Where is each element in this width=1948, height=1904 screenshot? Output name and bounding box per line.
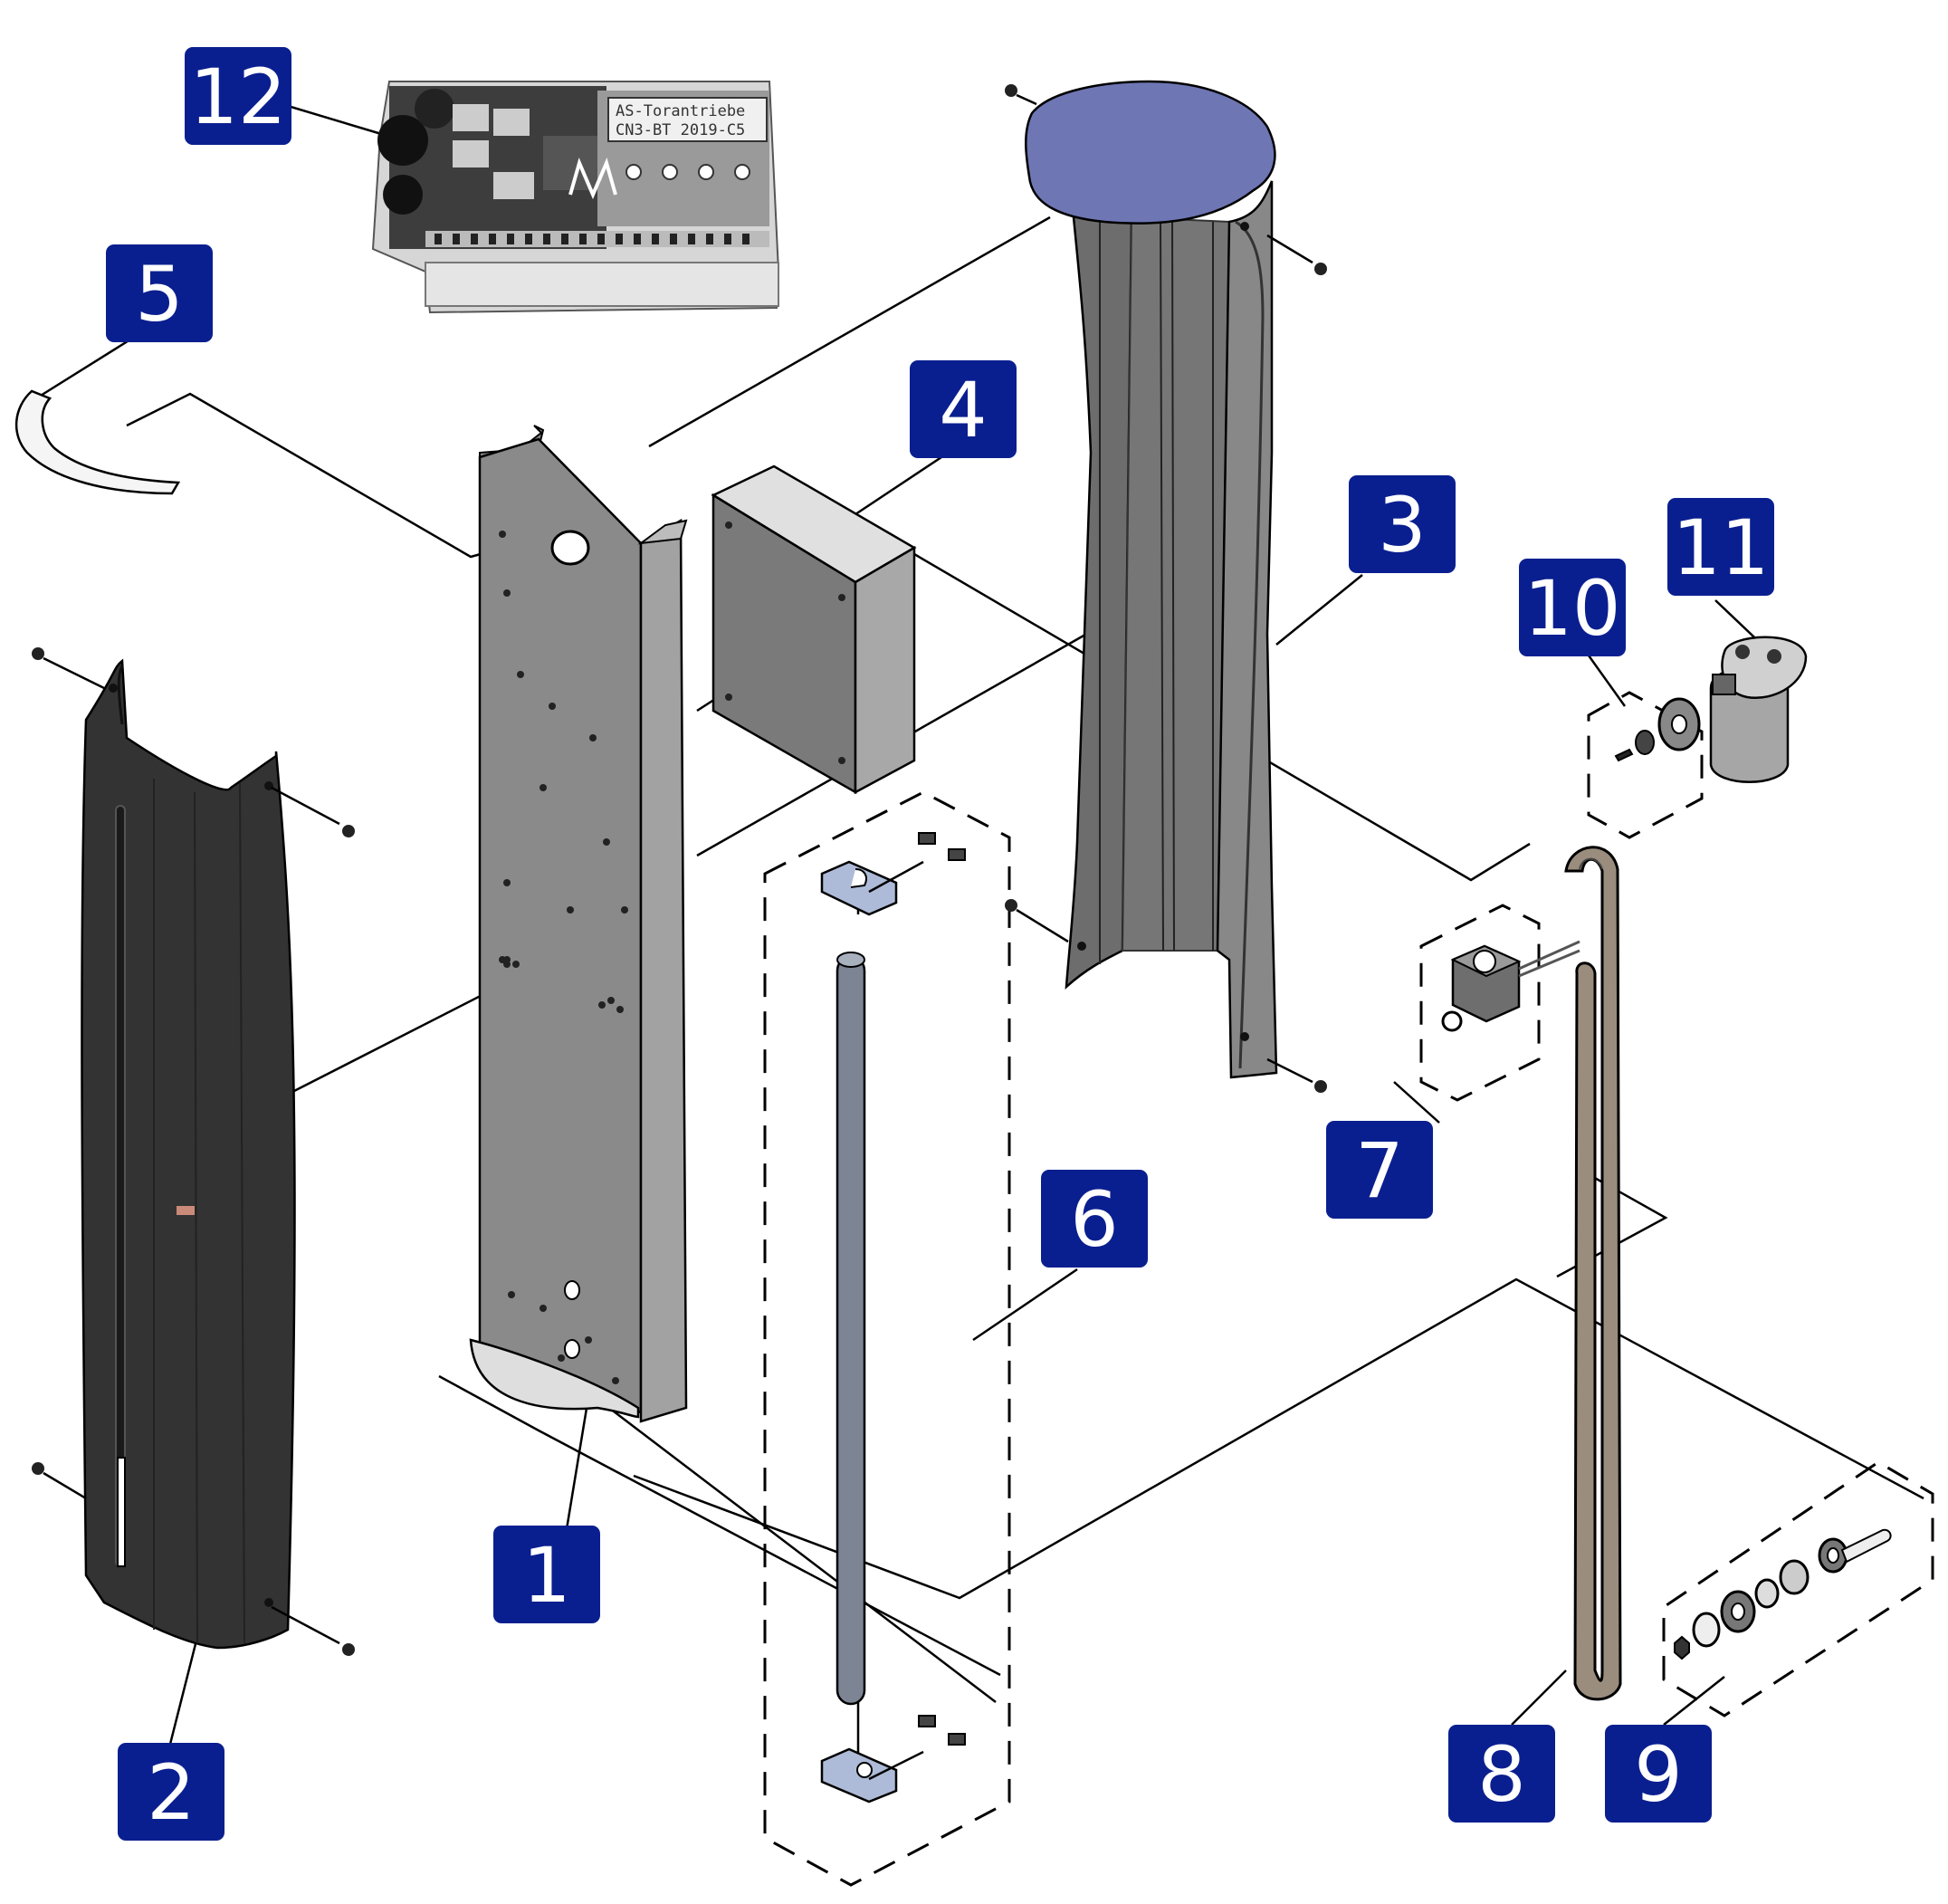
badge-3: 3: [1349, 475, 1456, 573]
pcb-display-line1: AS-Torantriebe: [616, 102, 745, 120]
badge-7: 7: [1326, 1121, 1433, 1219]
badge-10: 10: [1519, 559, 1626, 656]
badge-5: 5: [106, 244, 213, 342]
badge-label-12: 12: [190, 53, 287, 141]
badge-background: [1326, 1121, 1433, 1219]
badge-background: [1448, 1725, 1555, 1823]
badge-label-7: 7: [1355, 1126, 1403, 1215]
sprocket-kit-icon: [1674, 1528, 1892, 1660]
badge-9: 9: [1605, 1725, 1712, 1823]
front-cover-icon: [81, 658, 296, 1650]
badge-12: 12: [185, 47, 291, 145]
badge-background: [1605, 1725, 1712, 1823]
badge-6: 6: [1041, 1170, 1148, 1268]
enclosure-box-icon: [711, 464, 917, 795]
badge-label-2: 2: [147, 1748, 195, 1837]
badge-background: [185, 47, 291, 145]
motor-icon: [1709, 636, 1808, 783]
gear-kit-icon: [1614, 697, 1701, 762]
badge-label-8: 8: [1477, 1730, 1525, 1819]
chain-icon: [1564, 846, 1622, 1701]
badge-background: [910, 360, 1017, 458]
rod-assembly-icon: [820, 832, 966, 1804]
control-board-icon: AS-Torantriebe CN3-BT 2019-C5: [371, 81, 780, 314]
leader-lines: [35, 104, 1924, 1766]
dashed-group-outlines: [763, 691, 1934, 1887]
badge-background: [1349, 475, 1456, 573]
badge-label-3: 3: [1378, 481, 1426, 569]
badge-2: 2: [118, 1743, 224, 1841]
badge-background: [1519, 559, 1626, 656]
badge-label-11: 11: [1673, 503, 1770, 592]
rear-cover-icon: [1025, 80, 1278, 1079]
top-arc-icon: [14, 389, 181, 495]
frame-icon: [469, 425, 688, 1423]
badge-background: [1041, 1170, 1148, 1268]
badge-label-4: 4: [939, 366, 987, 454]
pcb-display-line2: CN3-BT 2019-C5: [616, 121, 745, 139]
badge-1: 1: [493, 1526, 600, 1623]
badge-11: 11: [1667, 498, 1774, 596]
badge-background: [106, 244, 213, 342]
badge-label-10: 10: [1524, 564, 1621, 653]
badge-background: [1667, 498, 1774, 596]
screws: [32, 84, 1327, 1656]
badge-label-6: 6: [1070, 1175, 1118, 1264]
badge-label-1: 1: [522, 1531, 570, 1620]
solenoid-icon: [1441, 940, 1580, 1032]
badge-background: [493, 1526, 600, 1623]
badge-4: 4: [910, 360, 1017, 458]
badge-background: [118, 1743, 224, 1841]
badge-8: 8: [1448, 1725, 1555, 1823]
badge-label-9: 9: [1634, 1730, 1682, 1819]
badge-label-5: 5: [135, 250, 183, 339]
